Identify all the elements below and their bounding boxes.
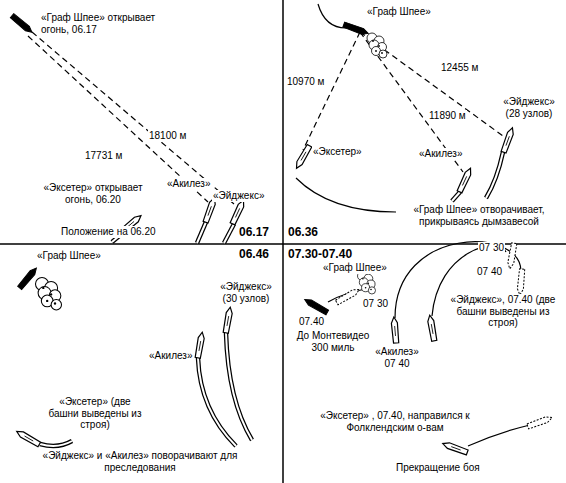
- ship-label: «Эксетер»: [312, 146, 363, 158]
- ship-label: «Эксетер» открывает огонь, 06.20: [38, 182, 148, 205]
- distance-label: 11890 м: [428, 110, 467, 122]
- ship-label: «Граф Шпее»: [366, 6, 432, 18]
- time-label: 07 30: [362, 298, 389, 310]
- note-label: Прекращение боя: [395, 462, 481, 474]
- distance-label: 12455 м: [440, 62, 479, 74]
- time-label: 06.17: [238, 226, 270, 240]
- time-label: 07.40: [298, 316, 325, 328]
- ship-label: «Акилез»: [418, 148, 464, 160]
- time-label: 06.46: [238, 248, 270, 262]
- time-label: 07 40: [476, 266, 503, 278]
- ship-label: «Эйджекс»: [212, 190, 265, 202]
- ship-label: «Акилез»: [166, 178, 212, 190]
- time-label: 07.30-07.40: [287, 248, 353, 262]
- ship-label: «Эксетер» , 07.40, направился к Фолкленд…: [318, 410, 472, 433]
- distance-label: 18100 м: [148, 130, 187, 142]
- note-label: Положение на 06.20: [60, 226, 157, 238]
- ship-label: «Граф Шпее»: [322, 262, 388, 274]
- ship-label: «Эйджекс», 07.40 (две башни выведены из …: [445, 294, 561, 329]
- ship-label: «Эксетер» (две башни выведены из строя): [42, 396, 148, 431]
- note-label: «Граф Шпее» отворачивает, прикрываясь ды…: [400, 204, 558, 227]
- ship-label: «Акилез»: [148, 350, 194, 362]
- ship-label: «Эйджекс» (28 узлов): [496, 96, 562, 119]
- ship-label: «Граф Шпее»: [36, 250, 102, 262]
- note-label: До Монтевидео 300 миль: [288, 330, 378, 353]
- distance-label: 17731 м: [84, 150, 123, 162]
- time-label: 07 30: [478, 242, 505, 254]
- ship-label: «Эйджекс» (30 узлов): [212, 281, 280, 304]
- ship-label: «Акилез» 07 40: [370, 346, 424, 369]
- distance-label: 10970 м: [286, 76, 325, 88]
- ship-label: «Граф Шпее» открывает огонь, 06.17: [40, 12, 160, 35]
- time-label: 06.36: [287, 226, 319, 240]
- note-label: «Эйджекс» и «Акилез» поворачивают для пр…: [36, 450, 244, 473]
